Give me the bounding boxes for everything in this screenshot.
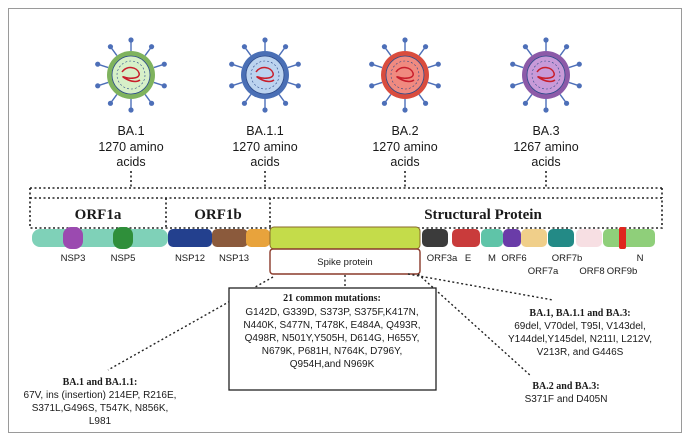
e-segment: [452, 229, 480, 247]
gene-m: M: [488, 253, 496, 264]
variant-unit: acids: [531, 155, 560, 169]
gene-nsp13: NSP13: [219, 253, 249, 264]
variant-length: 1270 amino: [98, 140, 163, 154]
gene-nsp3: NSP3: [61, 253, 86, 264]
m-segment: [481, 229, 503, 247]
orf1b-end-segment: [246, 229, 270, 247]
orf8-segment: [576, 229, 602, 247]
n-segment: [603, 229, 655, 247]
variant-length: 1267 amino: [513, 140, 578, 154]
variant-name: BA.1: [117, 124, 144, 138]
variant-name: BA.3: [532, 124, 559, 138]
ba1-ba11-line: L981: [89, 416, 112, 427]
nsp5-segment: [113, 227, 133, 249]
ba2-ba3-line: S371F and D405N: [525, 394, 608, 405]
orf7a-segment: [521, 229, 547, 247]
spike-label: Spike protein: [317, 257, 372, 268]
ba1-ba11-ba3-line: V213R, and G446S: [537, 347, 624, 358]
ba1-ba11-ba3-line: Y144del,Y145del, N211I, L212V,: [508, 334, 652, 345]
variant-unit: acids: [250, 155, 279, 169]
gene-n: N: [637, 253, 644, 264]
gene-orf6: ORF6: [501, 253, 526, 264]
nsp13-segment: [212, 229, 248, 247]
gene-nsp5: NSP5: [111, 253, 136, 264]
variant-length: 1270 amino: [232, 140, 297, 154]
variant-length: 1270 amino: [372, 140, 437, 154]
variant-unit: acids: [116, 155, 145, 169]
gene-orf9b: ORF9b: [607, 266, 638, 277]
ba1-ba11-line: 67V, ins (insertion) 214EP, R216E,: [24, 390, 177, 401]
common-mutations-title: 21 common mutations:: [283, 293, 381, 304]
common-mutations-line: N440K, S477N, T478K, E484A, Q493R,: [243, 320, 420, 331]
variant-name: BA.2: [391, 124, 418, 138]
common-mutations-line: Q498R, N501Y,Y505H, D614G, H655Y,: [245, 333, 420, 344]
gene-orf7a: ORF7a: [528, 266, 559, 277]
orf1a-segment: [32, 229, 168, 247]
gene-nsp12: NSP12: [175, 253, 205, 264]
common-mutations-line: Q954H,and N969K: [290, 359, 375, 370]
orf9b-segment: [619, 227, 626, 249]
virus-ba2-icon: [369, 37, 441, 113]
gene-orf8: ORF8: [579, 266, 604, 277]
nsp12-segment: [168, 229, 212, 247]
genome-bar: [32, 226, 655, 250]
spike-segment: [269, 226, 421, 250]
region-structural: Structural Protein: [424, 207, 542, 223]
variant-name: BA.1.1: [246, 124, 284, 138]
gene-orf3a: ORF3a: [427, 253, 458, 264]
virus-ba1-icon: [95, 37, 167, 113]
ba1-ba11-ba3-title: BA.1, BA.1.1 and BA.3:: [529, 308, 630, 319]
ba1-ba11-ba3-line: 69del, V70del, T95I, V143del,: [514, 321, 646, 332]
orf6-segment: [503, 229, 521, 247]
region-box: [29, 197, 663, 229]
common-mutations-box: [228, 287, 437, 391]
ba1-ba11-line: S371L,G496S, T547K, N856K,: [32, 403, 169, 414]
virus-ba1-1-icon: [229, 37, 301, 113]
virus-ba3-icon: [510, 37, 582, 113]
variant-connectors: [29, 171, 663, 198]
spike-label-box: [269, 248, 421, 275]
variant-unit: acids: [390, 155, 419, 169]
nsp3-segment: [63, 227, 83, 249]
ba2-ba3-title: BA.2 and BA.3:: [532, 381, 599, 392]
common-mutations-line: N679K, P681H, N764K, D796Y,: [262, 346, 402, 357]
orf7b-segment: [548, 229, 574, 247]
gene-e: E: [465, 253, 471, 264]
orf3a-segment: [422, 229, 448, 247]
region-orf1a: ORF1a: [75, 207, 122, 223]
gene-orf7b: ORF7b: [552, 253, 583, 264]
region-orf1b: ORF1b: [194, 207, 242, 223]
common-mutations-line: G142D, G339D, S373P, S375F,K417N,: [245, 307, 418, 318]
ba1-ba11-title: BA.1 and BA.1.1:: [63, 377, 138, 388]
